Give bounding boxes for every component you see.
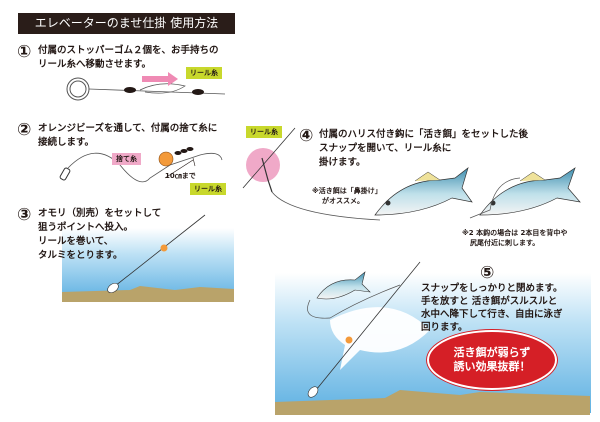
two-hooks-note: ※2 本鈎の場合は 2本目を背中や 尻尾付近に刺します。 — [462, 228, 567, 248]
effect-badge: 活き餌が弱らず 誘い効果抜群！ — [427, 330, 557, 390]
step3-number: ③ — [17, 205, 32, 225]
step2-number: ② — [17, 120, 32, 140]
step3-line: 狙うポイントへ投入。 — [38, 222, 134, 233]
reel-line-tag: リール糸 — [190, 183, 226, 195]
step5-line: 手を放すと 活き餌がスルスルと — [421, 296, 558, 307]
step4-text: 付属のハリス付き鈎に「活き餌」をセットした後 スナップを開いて、リール糸に 掛け… — [319, 128, 528, 170]
step3-line: タルミをとります。 — [38, 250, 123, 261]
note-line: ※2 本鈎の場合は 2本目を背中や — [462, 229, 568, 237]
nose-hook-note: ※活き餌は「鼻掛け」 がオススメ。 — [312, 186, 382, 206]
step1-text: 付属のストッパーゴム２個を、お手持ちの リール糸へ移動させます。 — [38, 44, 219, 72]
step1-diagram — [66, 72, 226, 101]
step4-line: 掛けます。 — [319, 157, 366, 168]
step3-water-scene — [62, 214, 234, 302]
snap-closeup — [242, 127, 381, 221]
step3-line: オモリ（別売）をセットして — [38, 208, 162, 219]
note-line: ※活き餌は「鼻掛け」 — [312, 187, 382, 195]
step2-line: オレンジビーズを通して、付属の捨て糸に — [38, 123, 218, 134]
step5-line: 水中へ降下して行き、自由に泳ぎ — [421, 309, 563, 320]
note-line: がオススメ。 — [322, 197, 364, 205]
step4-number: ④ — [299, 126, 314, 146]
reel-line-tag: リール糸 — [246, 126, 282, 138]
step1-line: リール糸へ移動させます。 — [38, 59, 152, 70]
badge-line: 活き餌が弱らず — [453, 346, 531, 359]
fish-two-hooks — [469, 167, 581, 219]
reel-line-tag: リール糸 — [186, 67, 222, 79]
step2-diagram — [59, 147, 223, 183]
step4-line: スナップを開いて、リール糸に — [319, 143, 452, 154]
step5-text: スナップをしっかりと閉めます。 手を放すと 活き餌がスルスルと 水中へ降下して行… — [421, 282, 563, 334]
fish-nose-hook — [374, 167, 473, 216]
step3-text: オモリ（別売）をセットして 狙うポイントへ投入。 リールを巻いて、 タルミをとり… — [38, 207, 161, 263]
step2-line: 接続します。 — [38, 137, 95, 148]
step1-number: ① — [17, 42, 32, 62]
page-title: エレベーターのませ仕掛 使用方法 — [18, 13, 235, 34]
note-line: 尻尾付近に刺します。 — [470, 239, 540, 247]
step1-line: 付属のストッパーゴム２個を、お手持ちの — [38, 45, 219, 56]
step2-text: オレンジビーズを通して、付属の捨て糸に 接続します。 — [38, 122, 217, 150]
step3-line: リールを巻いて、 — [38, 236, 114, 247]
distance-label: 10㎝まで — [165, 172, 196, 180]
step5-line: スナップをしっかりと閉めます。 — [421, 283, 563, 294]
badge-line: 誘い効果抜群！ — [453, 360, 531, 373]
step4-line: 付属のハリス付き鈎に「活き餌」をセットした後 — [319, 129, 529, 140]
step5-line: 回ります。 — [421, 322, 468, 333]
discard-line-tag: 捨て糸 — [112, 153, 141, 165]
step5-number: ⑤ — [480, 263, 495, 283]
step5-water-scene — [275, 261, 591, 415]
